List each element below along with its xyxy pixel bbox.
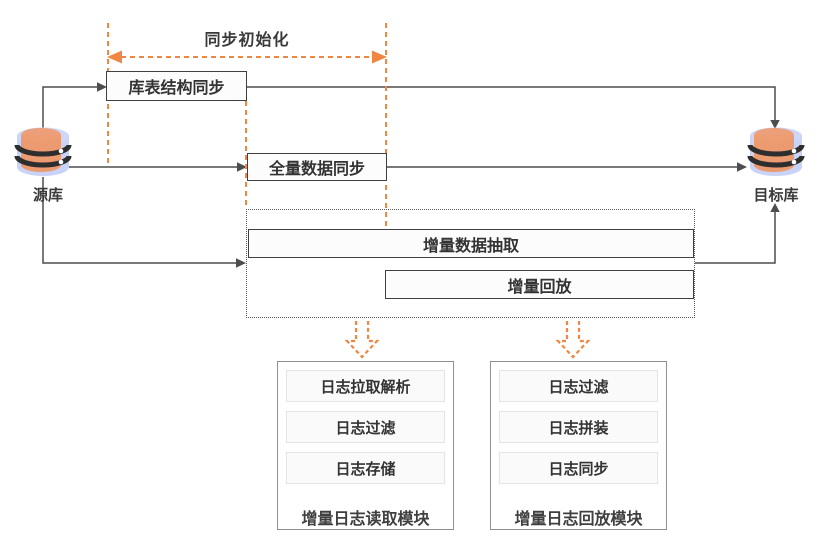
span-arrowhead-left-icon <box>107 50 122 64</box>
arrowhead-into-schema-box-icon <box>97 82 107 92</box>
phase-span-arrowheads <box>107 50 387 64</box>
replayer-module-label: 增量日志回放模块 <box>514 511 643 528</box>
replayer-step-filter: 日志过滤 <box>499 370 658 402</box>
target-db-label: 目标库 <box>753 187 799 204</box>
stage-incremental-extract-box: 增量数据抽取 <box>248 229 694 258</box>
phase-guides <box>107 23 387 228</box>
stage-schema-sync-box: 库表结构同步 <box>106 71 247 101</box>
stage-incremental-replay-box: 增量回放 <box>385 270 694 299</box>
gray-arrowheads <box>97 82 780 268</box>
connector-replay-to-target <box>695 212 776 264</box>
dashed-block-arrow-right-icon <box>555 321 591 359</box>
module-flow-arrows <box>344 321 591 359</box>
module-incremental-log-reader: 日志拉取解析 日志过滤 日志存储 增量日志读取模块 <box>277 361 454 530</box>
incremental-region-border <box>246 209 695 318</box>
arrowhead-up-to-target-db-icon <box>770 203 780 212</box>
target-database-icon <box>747 127 805 176</box>
connector-schema-to-target <box>247 86 776 120</box>
init-phase-title: 同步初始化 <box>204 32 290 49</box>
span-arrowhead-right-icon <box>372 50 387 64</box>
arrowhead-into-target-db-top-icon <box>770 120 780 129</box>
arrowhead-into-target-db-left-icon <box>737 162 747 172</box>
arrowhead-into-full-box-icon <box>237 162 247 172</box>
replayer-step-sync: 日志同步 <box>499 452 658 484</box>
reader-step-filter: 日志过滤 <box>286 411 445 443</box>
connector-source-to-schema <box>42 86 98 128</box>
replayer-step-assemble: 日志拼装 <box>499 411 658 443</box>
module-incremental-log-replayer: 日志过滤 日志拼装 日志同步 增量日志回放模块 <box>490 361 667 530</box>
arrowhead-into-incremental-region-icon <box>236 258 246 268</box>
gray-connectors <box>42 86 776 264</box>
reader-module-label: 增量日志读取模块 <box>301 511 430 528</box>
connector-source-to-incremental <box>42 177 237 264</box>
stage-full-sync-box: 全量数据同步 <box>247 153 387 181</box>
source-database-icon <box>14 127 72 176</box>
dashed-block-arrow-left-icon <box>344 321 380 359</box>
reader-step-parse: 日志拉取解析 <box>286 370 445 402</box>
reader-step-store: 日志存储 <box>286 452 445 484</box>
source-db-label: 源库 <box>32 187 63 204</box>
